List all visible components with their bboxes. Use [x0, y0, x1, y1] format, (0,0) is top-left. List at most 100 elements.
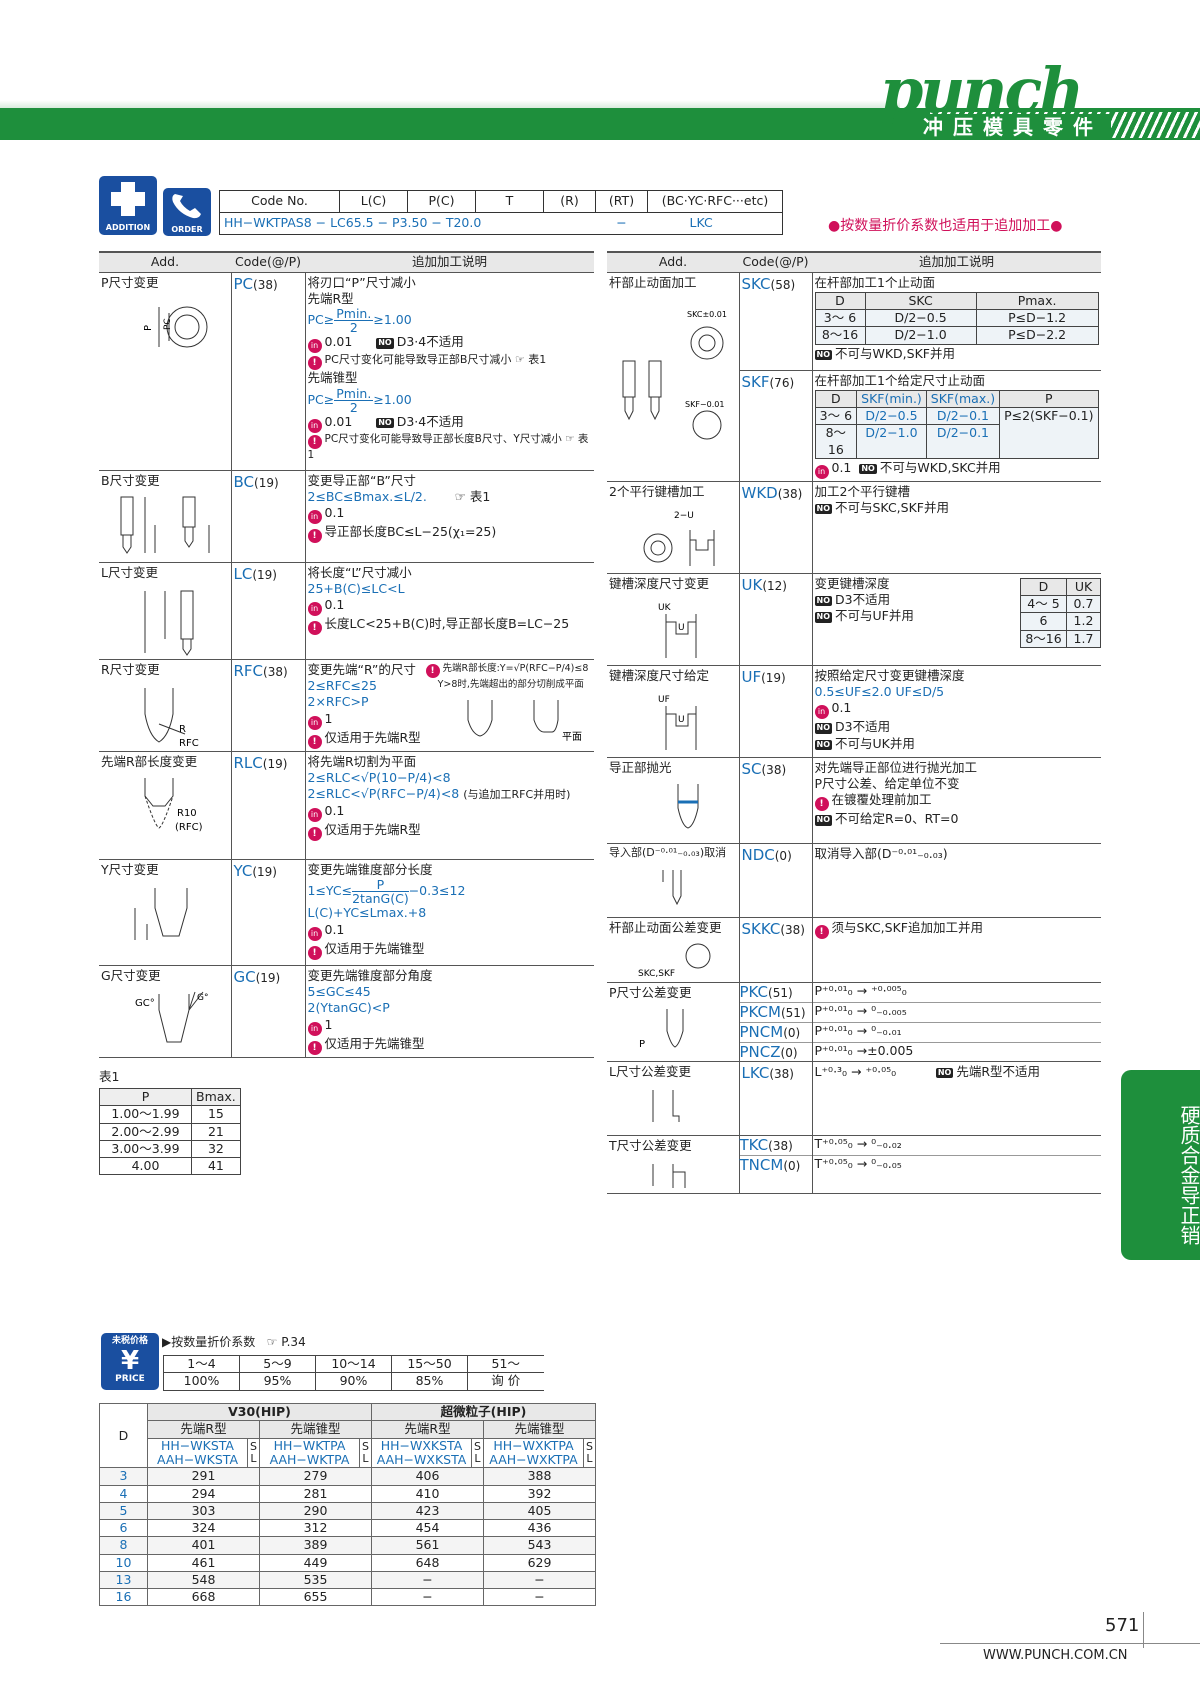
code-cell: SKKC(38) [739, 917, 813, 984]
add-name: P尺寸变更 [101, 274, 159, 290]
no-icon: NO [814, 596, 832, 607]
code-name: PC [233, 274, 254, 293]
svg-text:(RFC): (RFC) [175, 822, 203, 833]
order-icon: ORDER [163, 188, 211, 236]
pc-formula-2: PC≥Pmin.2≥1.00 [307, 385, 412, 415]
yc-diagram [134, 888, 188, 940]
website-url[interactable]: WWW.PUNCH.COM.CN [983, 1648, 1128, 1663]
ptol-diagram: P [639, 1009, 684, 1050]
uk-diagram: UK U [658, 603, 697, 658]
price-value: 668 [147, 1587, 260, 1607]
side-category-tab[interactable]: 硬质合金导正销 [1121, 1070, 1200, 1260]
increment-icon: in [307, 715, 322, 730]
rlc-diagram: R10 (RFC) [144, 778, 203, 833]
svg-text:GC°: GC° [135, 998, 155, 1009]
svg-text:UF: UF [658, 695, 670, 705]
table1-title: 表1 [99, 1069, 120, 1084]
price-value: 629 [483, 1553, 596, 1572]
svg-text:U: U [678, 715, 685, 725]
price-value: − [371, 1570, 484, 1590]
price-value: 388 [483, 1467, 596, 1486]
add-name: R尺寸变更 [101, 661, 160, 677]
footer-divider [1143, 1612, 1144, 1648]
code-label: P(C) [407, 190, 476, 213]
price-value: 454 [371, 1518, 484, 1538]
header-gradient [0, 100, 900, 110]
price-value: 401 [147, 1536, 260, 1555]
desc-cell: 取消导入部(D⁻⁰·⁰¹₋₀.₀₃) [812, 843, 1101, 918]
no-icon: NO [376, 338, 394, 349]
code-cell: RLC(19) [231, 751, 306, 860]
no-icon: NO [814, 723, 832, 734]
increment-icon: in [307, 926, 322, 941]
code-cell: SC(38) [739, 757, 813, 844]
no-icon: NO [376, 417, 394, 429]
price-d: 10 [99, 1553, 148, 1572]
price-d: 6 [99, 1518, 148, 1538]
price-value: 279 [259, 1467, 372, 1486]
no-icon: NO [814, 739, 832, 750]
price-d: 16 [99, 1587, 148, 1607]
code-label: L(C) [339, 190, 408, 213]
price-d: 5 [99, 1501, 148, 1521]
svg-text:U: U [678, 623, 685, 633]
pc-l1: 将刃口“P”尺寸减小 [307, 274, 416, 290]
increment-icon: in [307, 510, 322, 524]
code-cell: WKD(38) [739, 481, 813, 574]
add-cell: G尺寸变更 GC° G° [99, 965, 232, 1058]
desc-cell: T⁺⁰·⁰⁵₀ → ⁰₋₀.₀₂ T⁺⁰·⁰⁵₀ → ⁰₋₀.₀₅ [812, 1135, 1101, 1194]
add-name: B尺寸变更 [101, 472, 160, 488]
code-example-lkc: LKC [647, 212, 783, 235]
price-value: 561 [371, 1536, 484, 1555]
header-subtitle: 冲压模具零件 [915, 114, 1111, 140]
warning-icon: ! [814, 797, 829, 812]
svg-text:P: P [639, 1039, 645, 1050]
price-value: 324 [147, 1518, 260, 1538]
warning-icon: ! [307, 621, 322, 635]
add-name: G尺寸变更 [101, 967, 161, 983]
code-label: T [475, 190, 544, 213]
svg-text:R10: R10 [177, 808, 197, 819]
price-value: 449 [259, 1553, 372, 1572]
add-cell: Y尺寸变更 [99, 859, 232, 966]
code-label: (R) [543, 190, 596, 213]
price-value: − [483, 1570, 596, 1590]
pc-formula: PC≥Pmin.2≥1.00 [307, 306, 412, 336]
price-value: 405 [483, 1501, 596, 1521]
lkc-diagram [652, 1090, 680, 1123]
add-cell: L尺寸变更 [99, 562, 232, 660]
price-d: 4 [99, 1484, 148, 1503]
svg-text:UK: UK [658, 603, 672, 613]
svg-text:G°: G° [197, 993, 208, 1003]
price-value: 389 [259, 1536, 372, 1555]
code-cell: BC(19) [231, 470, 306, 563]
page-number: 571 [1105, 1615, 1140, 1636]
price-value: 392 [483, 1484, 596, 1503]
price-d: 3 [99, 1467, 148, 1486]
svg-text:2−U: 2−U [674, 511, 694, 521]
desc-cell: P⁺⁰·⁰¹₀ → ⁺⁰·⁰⁰⁵₀ P⁺⁰·⁰¹₀ → ⁰₋₀.₀₀₅ P⁺⁰·… [812, 982, 1101, 1062]
